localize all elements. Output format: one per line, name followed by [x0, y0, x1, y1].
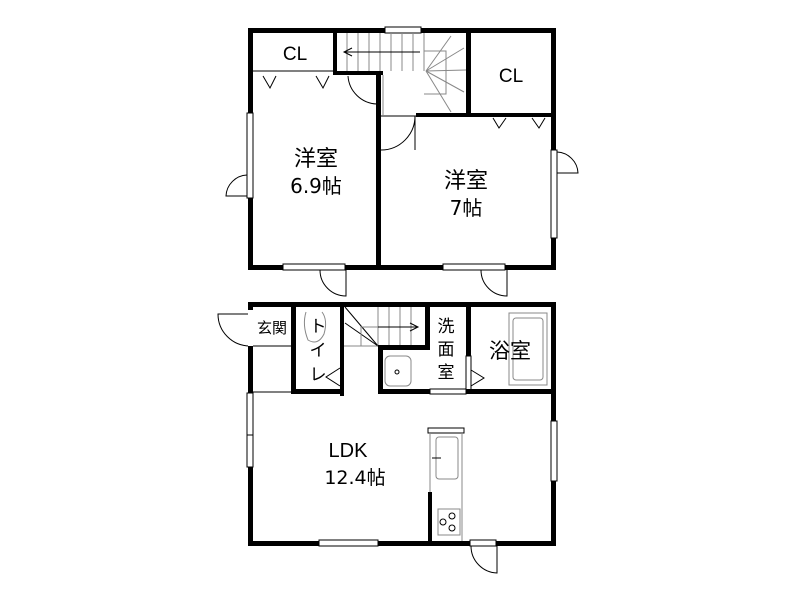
wall	[376, 73, 381, 270]
door-swing	[347, 75, 378, 105]
room-label-western: 洋室	[444, 169, 488, 194]
wall	[466, 32, 471, 115]
room-label-closet: CL	[499, 66, 523, 87]
door-swing	[225, 174, 248, 197]
kitchen-counter	[427, 427, 465, 543]
room-label-toilet-3: レ	[310, 365, 327, 385]
window	[550, 420, 558, 482]
stairs-upper	[342, 33, 467, 113]
lower-floor: 玄関 ト イ レ 洗 面 室 浴室 LDK 12.4帖	[217, 302, 558, 574]
door-swing	[556, 151, 579, 174]
entrance-door-swing	[217, 313, 251, 347]
upper-floor: CL CL 洋室 6.9帖 洋室 7帖	[225, 26, 579, 297]
window	[246, 112, 254, 199]
wall	[378, 345, 428, 350]
door-mark	[470, 369, 485, 387]
wall	[466, 306, 471, 356]
room-label-entrance: 玄関	[257, 319, 287, 337]
bathtub-icon	[508, 312, 548, 386]
wall	[551, 28, 556, 270]
wall	[248, 541, 556, 546]
room-label-bathroom: 浴室	[489, 339, 531, 363]
room-label-washroom-3: 室	[438, 363, 455, 383]
toilet-icon	[303, 311, 327, 343]
stairs-lower	[344, 306, 420, 347]
window	[442, 263, 506, 271]
wall	[248, 302, 556, 307]
closet-door-mark	[531, 117, 546, 129]
washbasin-icon	[384, 355, 412, 387]
wall	[378, 389, 430, 394]
closet-door-mark	[262, 75, 277, 90]
wall	[340, 306, 344, 396]
room-label-washroom-1: 洗	[438, 317, 455, 337]
wall	[333, 71, 383, 75]
window	[384, 26, 422, 34]
stair-arrow-icon	[342, 47, 353, 57]
door-swing	[470, 545, 498, 574]
room-label-toilet-2: イ	[310, 341, 327, 361]
closet-door-mark	[492, 117, 507, 129]
wall	[425, 306, 430, 350]
room-label-washroom-2: 面	[438, 340, 455, 360]
room-size: 12.4帖	[324, 467, 385, 489]
stove-icon	[437, 508, 461, 536]
wall	[378, 345, 383, 393]
door-swing	[480, 269, 508, 297]
window	[246, 392, 254, 468]
room-size: 6.9帖	[290, 174, 342, 198]
room-label-ldk: LDK	[329, 440, 369, 462]
door-mark	[325, 367, 341, 387]
room-label-western: 洋室	[294, 147, 338, 172]
door-swing	[319, 269, 347, 297]
room-label-closet: CL	[283, 44, 307, 65]
wall	[466, 389, 556, 394]
closet-door-mark	[315, 75, 330, 90]
wall	[333, 32, 337, 75]
window	[318, 539, 379, 547]
door-swing	[380, 115, 416, 151]
window	[282, 263, 346, 271]
window	[550, 149, 558, 239]
stair-arrow-icon	[409, 322, 420, 332]
back-door	[469, 539, 497, 547]
wall	[291, 389, 344, 394]
room-size: 7帖	[450, 196, 483, 220]
wall	[291, 306, 296, 393]
wall	[248, 265, 556, 270]
room-label-toilet-1: ト	[310, 317, 327, 337]
wall	[416, 113, 556, 117]
